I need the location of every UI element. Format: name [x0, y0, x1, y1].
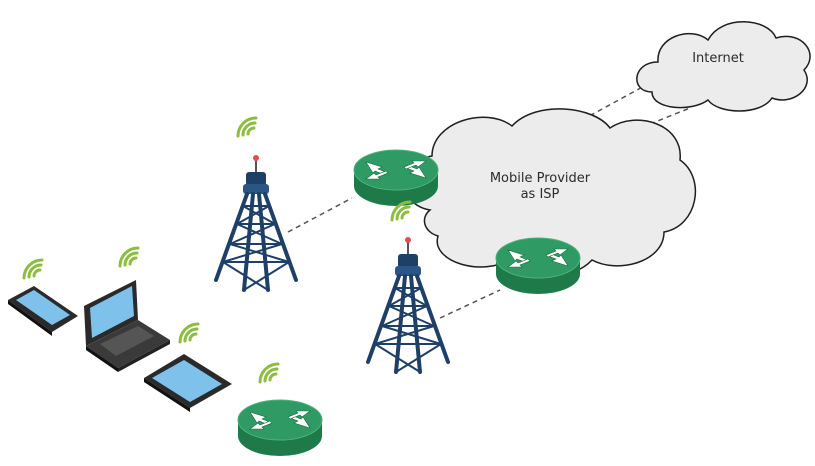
- cell-tower-icon: [214, 153, 298, 292]
- mobile-provider-sublabel: as ISP: [521, 187, 560, 202]
- wifi-signal-icon: [258, 362, 280, 384]
- cloud-internet: Internet: [636, 21, 811, 112]
- router-icon: [353, 149, 439, 207]
- smartphone-icon: [8, 286, 78, 336]
- internet-label: Internet: [692, 51, 744, 66]
- wifi-signal-icon: [22, 258, 44, 280]
- tablet-icon: [144, 354, 232, 412]
- cell-tower-icon: [366, 235, 450, 374]
- mobile-provider-label: Mobile Provider: [490, 171, 591, 186]
- wifi-signal-icon: [178, 322, 200, 344]
- cloud-mobile-provider: Mobile Provider as ISP: [404, 108, 697, 277]
- wifi-signal-icon: [236, 116, 258, 138]
- router-icon: [237, 399, 323, 457]
- wifi-signal-icon: [118, 246, 140, 268]
- laptop-icon: [84, 280, 170, 372]
- router-icon: [495, 237, 581, 295]
